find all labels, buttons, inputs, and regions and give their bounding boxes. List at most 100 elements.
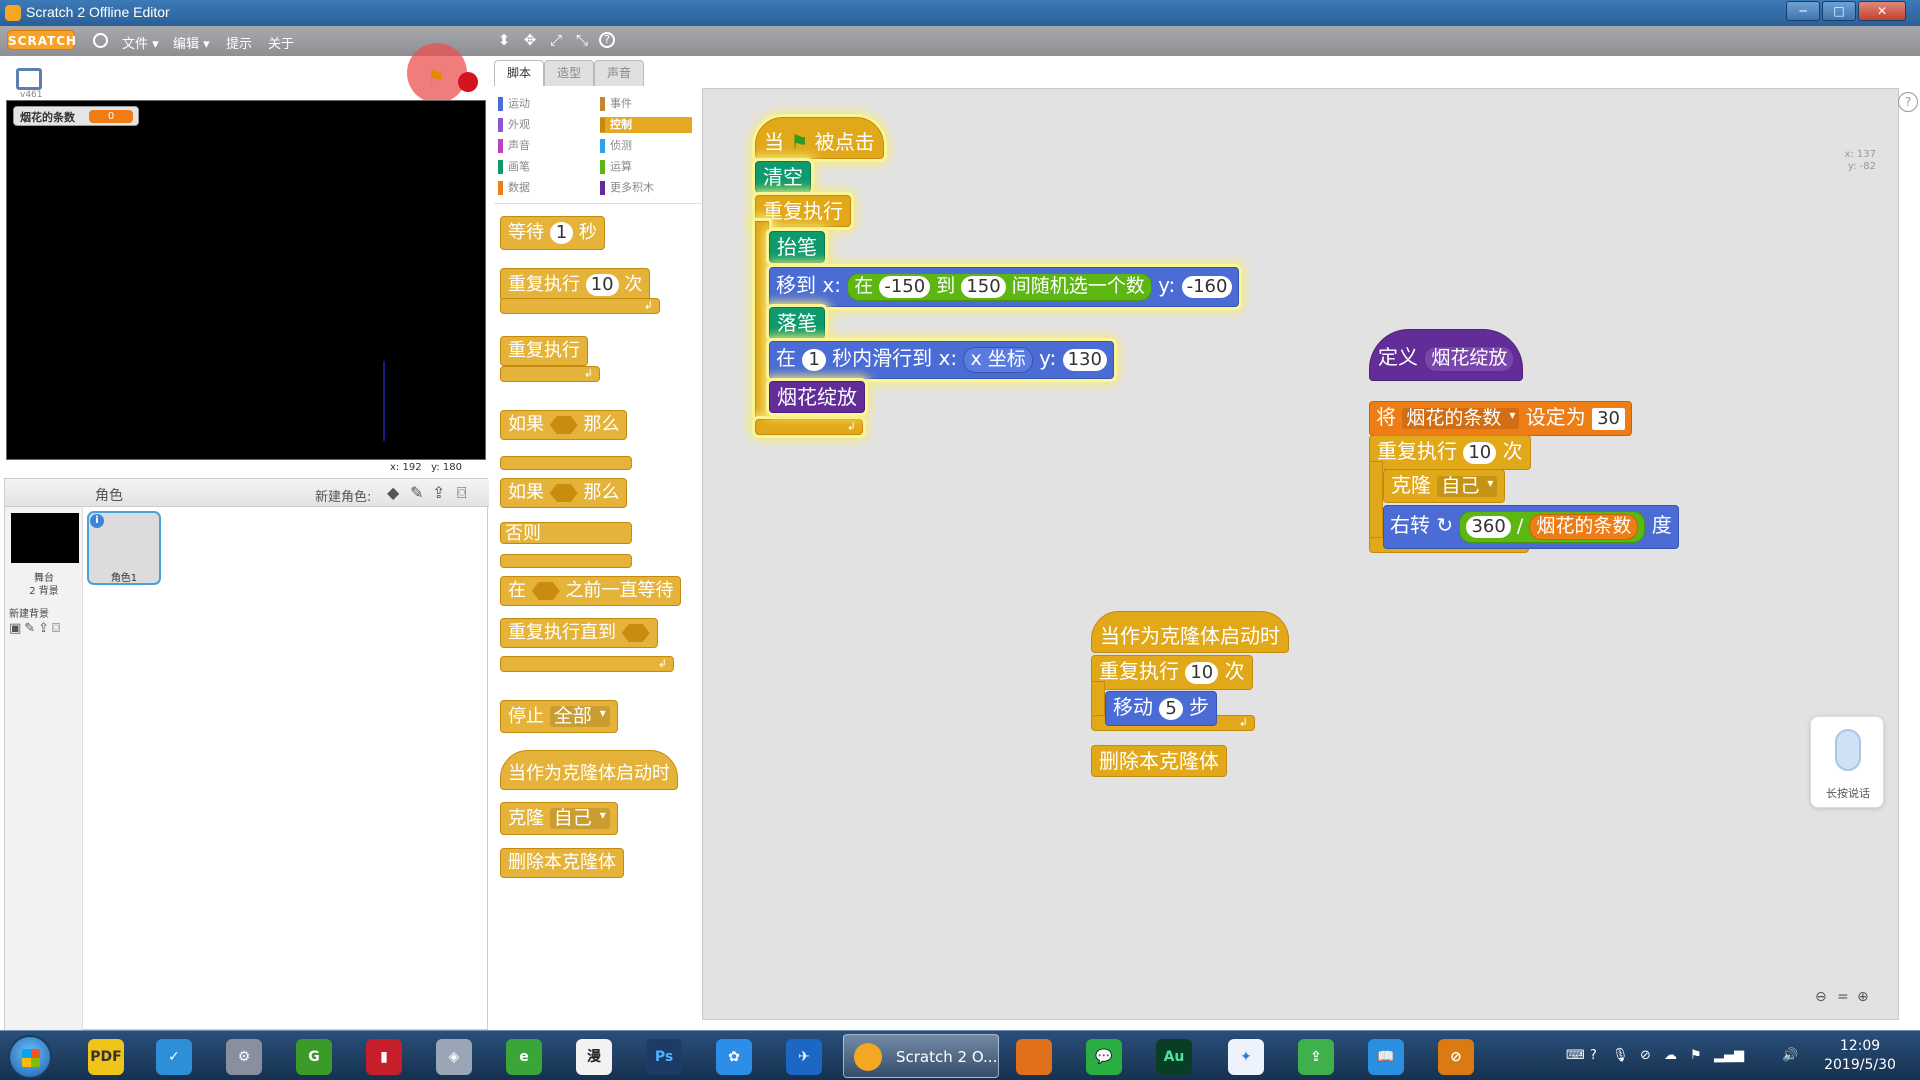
volume-tray-icon[interactable]: 🔊 [1782, 1048, 1799, 1063]
palette-clone-block[interactable]: 克隆 自己 [500, 802, 618, 835]
repeat-block-3[interactable]: 重复执行 10 次 [1091, 655, 1253, 690]
delete-clone-block[interactable]: 删除本克隆体 [1091, 745, 1227, 777]
stamp-icon[interactable]: ⬍ [497, 31, 511, 49]
cloud-app-icon[interactable]: ✦ [1228, 1039, 1264, 1075]
x-position-reporter[interactable]: x 坐标 [963, 347, 1033, 373]
green-app-icon[interactable]: G [296, 1039, 332, 1075]
category-pen[interactable]: 画笔 [498, 159, 590, 175]
browser-app-icon[interactable]: e [506, 1039, 542, 1075]
audition-app-icon[interactable]: Au [1156, 1039, 1192, 1075]
palette-stop-block[interactable]: 停止 全部 [500, 700, 618, 733]
pdf-app-icon[interactable]: PDF [88, 1039, 124, 1075]
when-flag-clicked-hat[interactable]: 当 ⚑ 被点击 [755, 117, 884, 159]
repeat-block-2[interactable]: 重复执行 10 次 [1369, 435, 1531, 470]
paint-sprite-icon[interactable]: ✎ [410, 483, 424, 502]
close-button[interactable]: ✕ [1858, 1, 1906, 21]
taskbar-scratch[interactable]: Scratch 2 O... [843, 1034, 999, 1078]
palette-when-clone-hat[interactable]: 当作为克隆体启动时 [500, 750, 678, 790]
gray-app-icon[interactable]: ◈ [436, 1039, 472, 1075]
security-app-icon[interactable]: ⊘ [1438, 1039, 1474, 1075]
flag-tray-icon[interactable]: ⚑ [1690, 1048, 1702, 1063]
palette-wait-block[interactable]: 等待 1 秒 [500, 216, 605, 250]
backdrop-tools[interactable]: ▣✎⇪⌼ [9, 621, 63, 636]
category-more-blocks[interactable]: 更多积木 [600, 180, 692, 196]
menu-edit[interactable]: 编辑 ▾ [173, 37, 210, 52]
signal-tray-icon[interactable]: ▂▄▆ [1714, 1048, 1744, 1063]
menu-file[interactable]: 文件 ▾ [122, 37, 159, 52]
zoom-out-icon[interactable]: ⊖ [1815, 989, 1827, 1005]
category-events[interactable]: 事件 [600, 96, 692, 112]
palette-if-else-block[interactable]: 如果 那么 [500, 478, 628, 508]
vpn-app-icon[interactable]: ✓ [156, 1039, 192, 1075]
variable-monitor[interactable]: 烟花的条数 0 [13, 106, 139, 126]
category-control[interactable]: 控制 [600, 117, 692, 133]
call-firework-block[interactable]: 烟花绽放 [769, 381, 865, 413]
help-tray-icon[interactable]: ? [1590, 1048, 1597, 1063]
script-area[interactable]: x: 137 y: -82 当 ⚑ 被点击 清空 重复执行 ↲ 抬笔 移到 x:… [702, 88, 1899, 1020]
stage[interactable]: 烟花的条数 0 [6, 100, 486, 460]
shrink-icon[interactable]: ⤡ [575, 31, 588, 49]
tab-scripts[interactable]: 脚本 [494, 60, 544, 86]
dingtalk-app-icon[interactable]: ✈ [786, 1039, 822, 1075]
palette-delete-clone-block[interactable]: 删除本克隆体 [500, 848, 624, 878]
category-operators[interactable]: 运算 [600, 159, 692, 175]
cross-arrows-icon[interactable]: ✥ [523, 31, 537, 49]
camera-sprite-icon[interactable]: ⌼ [457, 483, 467, 502]
palette-forever-block[interactable]: 重复执行 [500, 336, 588, 366]
orange-app-icon[interactable] [1016, 1039, 1052, 1075]
set-variable-block[interactable]: 将 烟花的条数 设定为 30 [1369, 401, 1632, 436]
reader-app-icon[interactable]: 📖 [1368, 1039, 1404, 1075]
system-clock[interactable]: 12:09 2019/5/30 [1820, 1037, 1900, 1075]
glide-block[interactable]: 在 1 秒内滑行到 x: x 坐标 y: 130 [769, 341, 1114, 379]
palette-wait-until-block[interactable]: 在 之前一直等待 [500, 576, 682, 606]
clear-block[interactable]: 清空 [755, 161, 811, 193]
settings-app-icon[interactable]: ⚙ [226, 1039, 262, 1075]
menu-about[interactable]: 关于 [268, 37, 295, 52]
photoshop-app-icon[interactable]: Ps [646, 1039, 682, 1075]
scratch-logo[interactable]: SCRATCH [7, 30, 76, 50]
comic-app-icon[interactable]: 漫 [576, 1039, 612, 1075]
sprite-library-icon[interactable]: ◆ [387, 483, 400, 502]
voice-input-widget[interactable]: 长按说话 [1810, 716, 1884, 808]
forever-block[interactable]: 重复执行 [755, 195, 851, 227]
zoom-in-icon[interactable]: ⊕ [1857, 989, 1869, 1005]
keyboard-icon[interactable]: ⌨ [1566, 1048, 1585, 1063]
pen-down-block[interactable]: 落笔 [769, 307, 825, 339]
grow-icon[interactable]: ⤢ [549, 31, 562, 49]
category-looks[interactable]: 外观 [498, 117, 590, 133]
mic-tray-icon[interactable]: 🎙 [1612, 1048, 1629, 1063]
upload-sprite-icon[interactable]: ⇪ [432, 483, 446, 502]
when-clone-start-hat[interactable]: 当作为克隆体启动时 [1091, 611, 1289, 653]
green-flag-icon[interactable]: ⚑ [427, 65, 445, 89]
divide-reporter[interactable]: 360 / 烟花的条数 [1459, 511, 1646, 543]
globe-icon[interactable] [93, 33, 108, 48]
category-data[interactable]: 数据 [498, 180, 590, 196]
help-icon[interactable]: ? [599, 32, 615, 48]
random-reporter[interactable]: 在 -150 到 150 间随机选一个数 [847, 273, 1152, 301]
stop-button[interactable] [458, 72, 478, 92]
goto-xy-block[interactable]: 移到 x: 在 -150 到 150 间随机选一个数 y: -160 [769, 267, 1240, 307]
help-icon[interactable]: ? [1898, 92, 1918, 112]
zoom-reset-icon[interactable]: = [1837, 989, 1849, 1005]
maximize-button[interactable]: □ [1822, 1, 1856, 21]
tab-costumes[interactable]: 造型 [544, 60, 594, 86]
baidu-app-icon[interactable]: ✿ [716, 1039, 752, 1075]
fullscreen-icon[interactable] [16, 68, 42, 90]
menu-tips[interactable]: 提示 [226, 37, 253, 52]
palette-repeat-block[interactable]: 重复执行 10 次 [500, 268, 651, 302]
antivirus-tray-icon[interactable]: ⊘ [1640, 1048, 1651, 1063]
turn-right-block[interactable]: 右转 ↻ 360 / 烟花的条数 度 [1383, 505, 1679, 549]
clone-self-block[interactable]: 克隆 自己 [1383, 469, 1506, 503]
wechat-app-icon[interactable]: 💬 [1086, 1039, 1122, 1075]
category-sensing[interactable]: 侦测 [600, 138, 692, 154]
palette-if-block[interactable]: 如果 那么 [500, 410, 628, 440]
upload-app-icon[interactable]: ⇪ [1298, 1039, 1334, 1075]
palette-repeat-until-block[interactable]: 重复执行直到 [500, 618, 658, 648]
define-block-hat[interactable]: 定义 烟花绽放 [1369, 329, 1524, 381]
tab-sounds[interactable]: 声音 [594, 60, 644, 86]
category-sound[interactable]: 声音 [498, 138, 590, 154]
move-steps-block[interactable]: 移动 5 步 [1105, 691, 1218, 726]
firework-count-reporter[interactable]: 烟花的条数 [1529, 514, 1639, 540]
red-app-icon[interactable]: ▮ [366, 1039, 402, 1075]
pen-up-block[interactable]: 抬笔 [769, 231, 825, 263]
